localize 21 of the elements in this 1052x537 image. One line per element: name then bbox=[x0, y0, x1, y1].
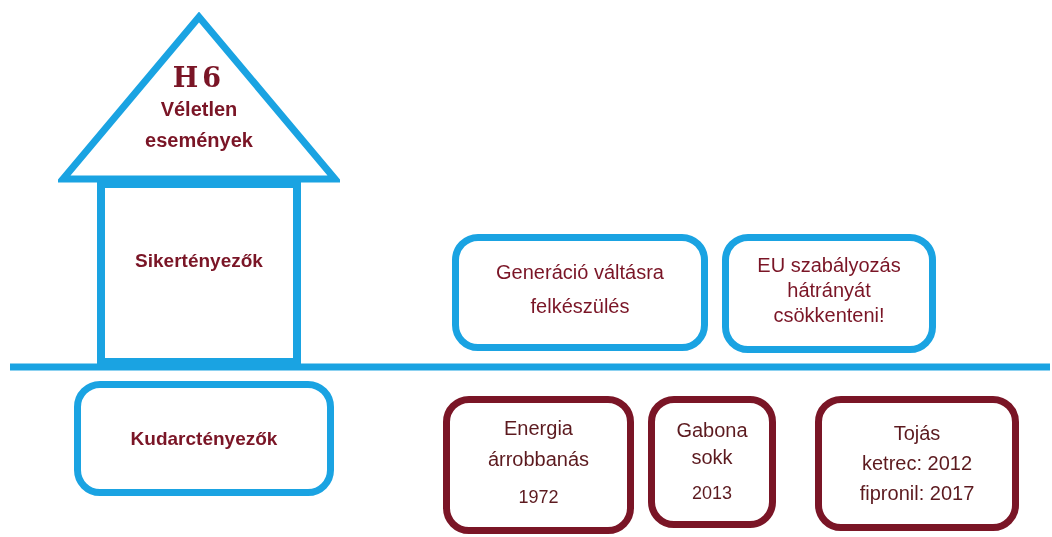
node-text: EU szabályozás hátrányát csökkenteni! bbox=[756, 253, 902, 328]
node-text: 2013 bbox=[691, 483, 732, 505]
node-text: ketrec: 2012 bbox=[861, 451, 973, 475]
node-text: fipronil: 2017 bbox=[859, 481, 975, 505]
rounded-box bbox=[74, 381, 334, 496]
node-text: Generáció váltásra felkészülés bbox=[495, 260, 665, 319]
rounded-box bbox=[815, 396, 1019, 531]
node-text: Energia árrobbanás bbox=[486, 416, 591, 472]
rounded-box bbox=[722, 234, 936, 353]
node-text: Kudarctényezők bbox=[130, 428, 278, 451]
house-wall bbox=[97, 180, 301, 366]
node-text: Véletlen események bbox=[144, 97, 254, 154]
node-text: Gabona sokk bbox=[675, 418, 749, 470]
node-text: Tojás bbox=[893, 421, 941, 445]
rounded-box bbox=[648, 396, 776, 528]
node-text: 1972 bbox=[518, 487, 559, 509]
rounded-box bbox=[443, 396, 634, 534]
house-roof bbox=[58, 12, 340, 184]
node-text: Sikertényezők bbox=[135, 250, 263, 273]
rounded-box bbox=[452, 234, 708, 351]
node-text: H6 bbox=[172, 62, 226, 95]
